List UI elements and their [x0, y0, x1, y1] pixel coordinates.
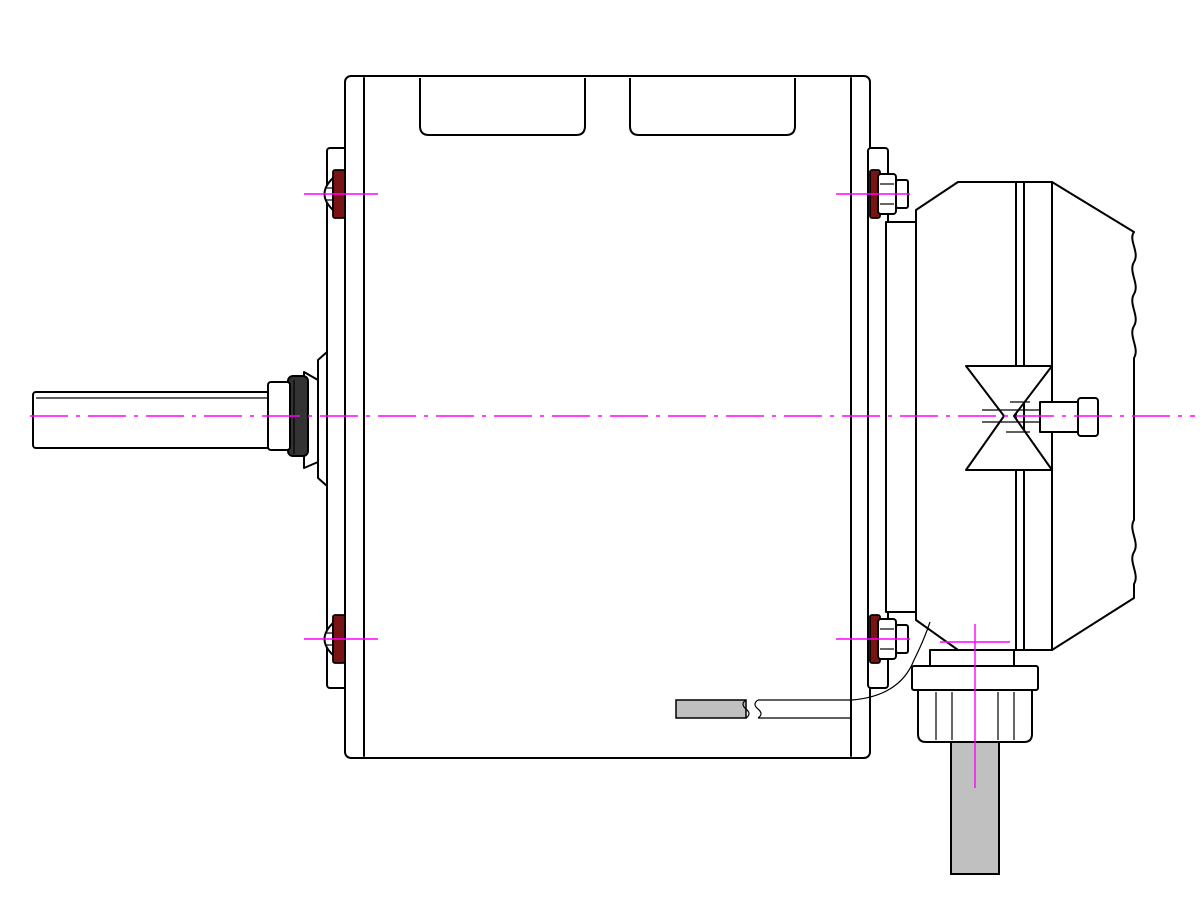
centerlines — [30, 193, 1195, 788]
vent-slot-left — [419, 78, 586, 136]
lead-wire — [675, 621, 931, 719]
motor-shaft — [32, 391, 279, 449]
terminal-bolt — [1039, 401, 1081, 433]
motor-housing — [344, 75, 871, 759]
front-end-bell — [267, 147, 348, 689]
vent-slot-right — [629, 78, 796, 136]
rear-end-bell — [867, 147, 921, 689]
